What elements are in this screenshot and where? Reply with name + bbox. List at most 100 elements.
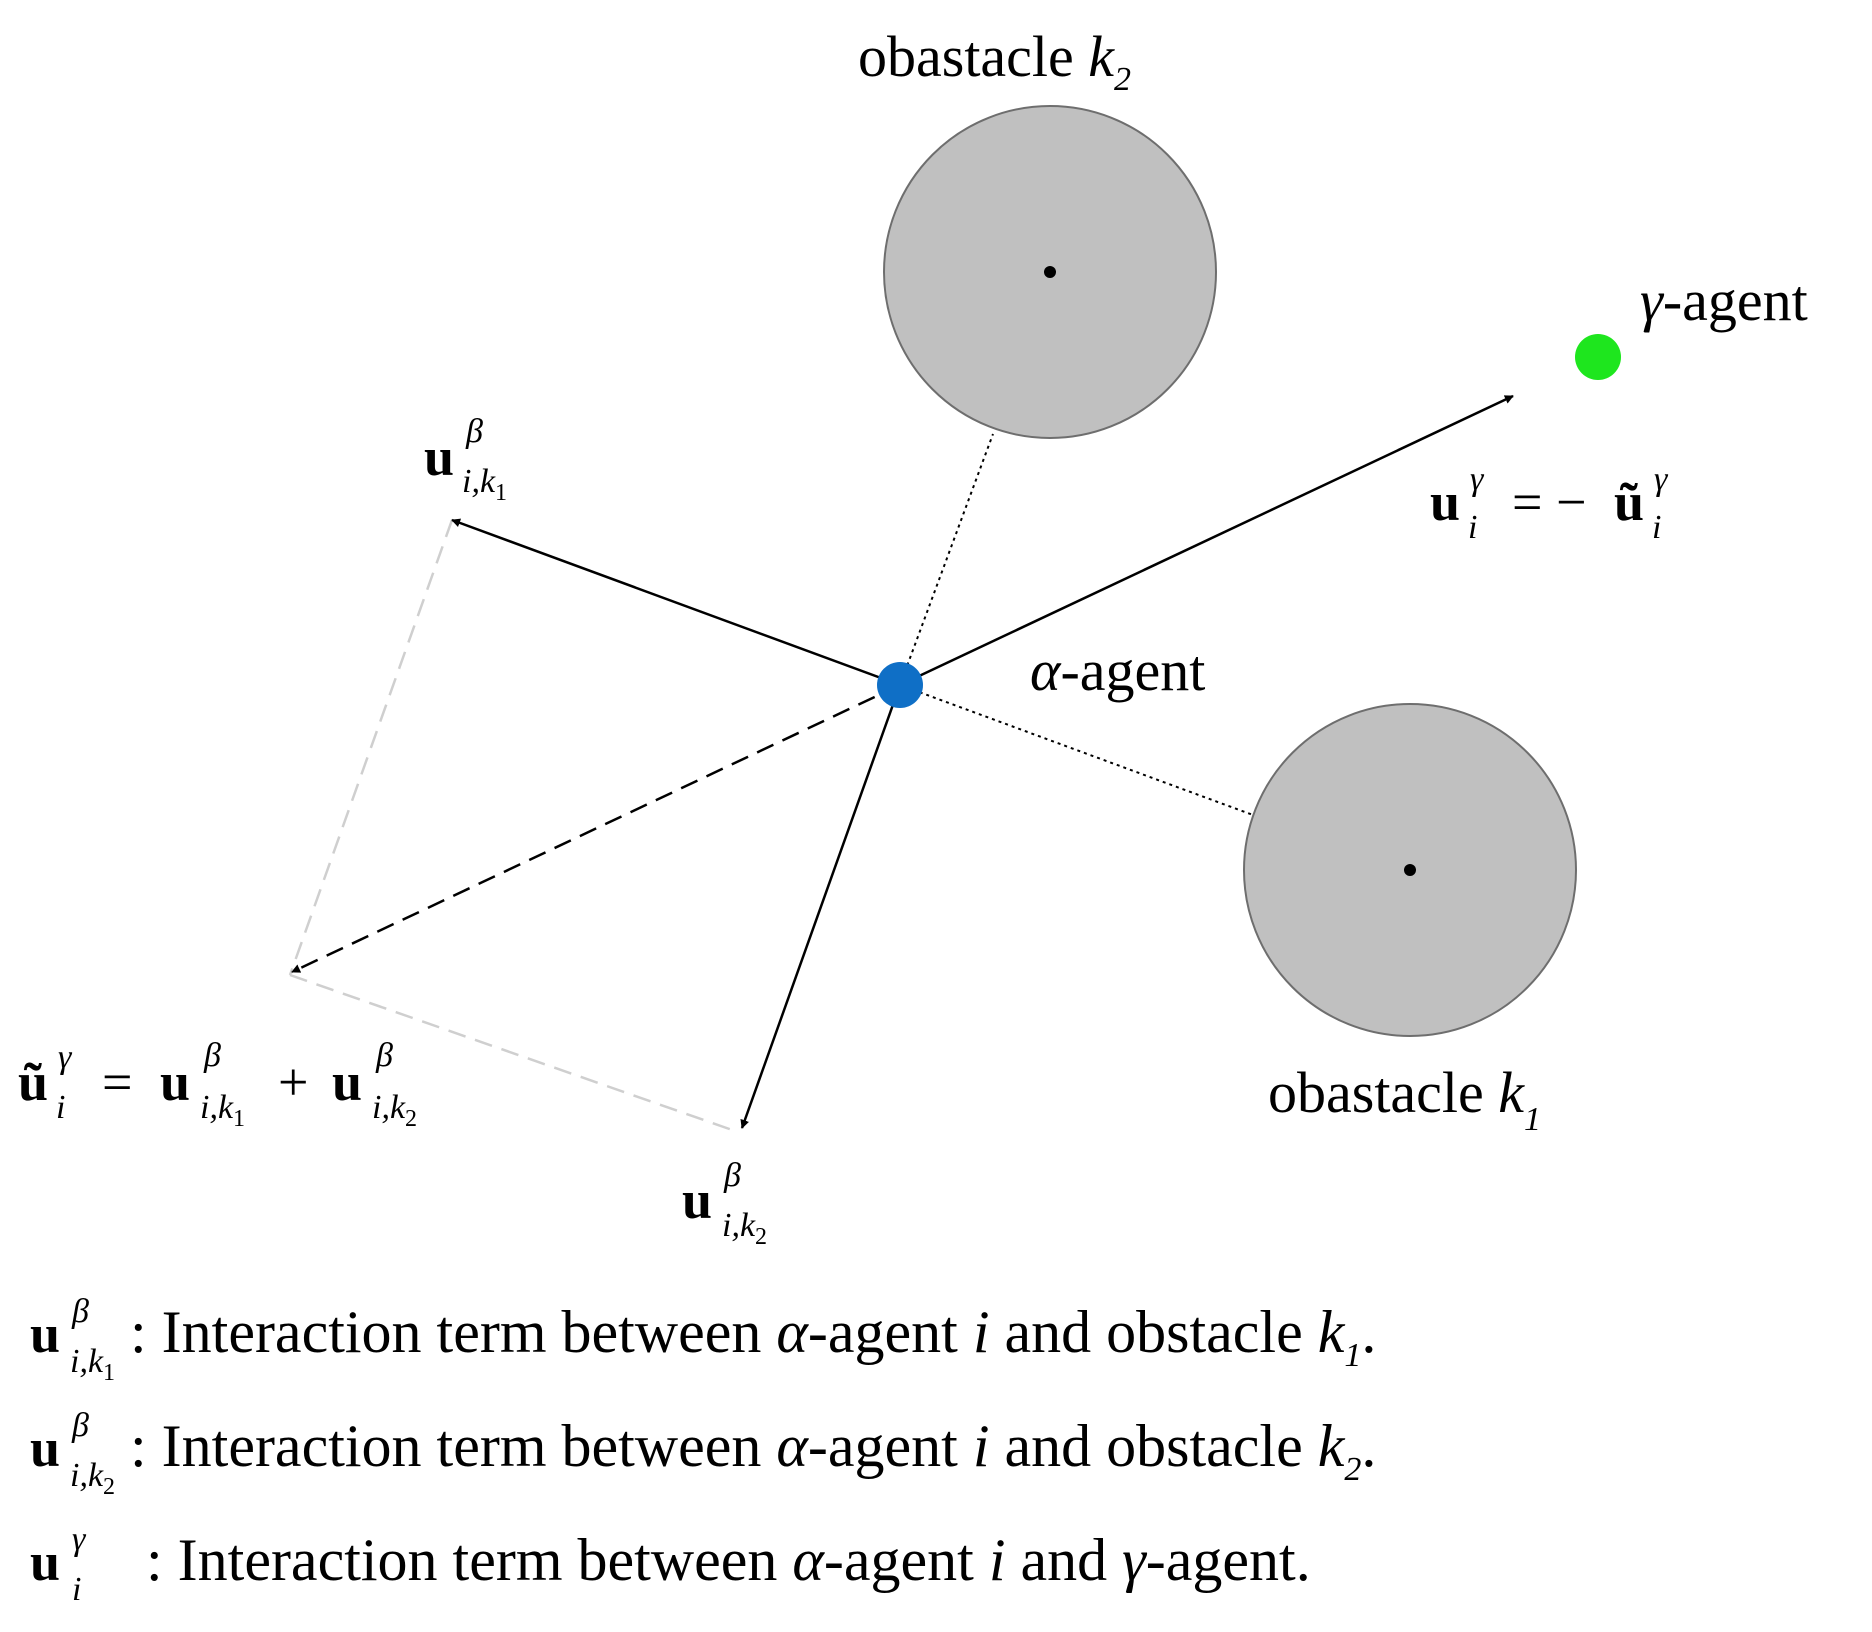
obstacle-k2-center-dot: [1044, 266, 1056, 278]
legend-1-lead: : Interaction term between: [130, 1299, 776, 1365]
alpha-symbol: α: [1030, 638, 1062, 703]
vector-u-beta-k2: [740, 684, 902, 1129]
legend-1-end: .: [1361, 1299, 1376, 1365]
legend-1-sub: i,k1: [70, 1343, 115, 1386]
legend-1-middle: -agent: [808, 1299, 973, 1365]
legend-1-tail: and obstacle: [989, 1299, 1317, 1365]
u-gamma-tilde-i: i: [1652, 509, 1661, 546]
legend-3-i: i: [72, 1571, 81, 1608]
legend-1-k-num: 1: [1344, 1337, 1361, 1374]
obstacle-k1-label: obastacle k1: [1268, 1060, 1541, 1138]
u-beta-k2-u: u: [682, 1170, 712, 1230]
u-tilde-term2-beta: β: [375, 1037, 393, 1074]
legend-2-lead: : Interaction term between: [130, 1413, 776, 1479]
obstacle-k1-center-dot: [1404, 864, 1416, 876]
u-tilde-term2-sub-i: i,: [372, 1089, 390, 1126]
legend-1-sub-num: 1: [103, 1360, 115, 1386]
u-gamma-i: i: [1468, 509, 1477, 546]
legend-3-gamma-symbol: γ: [1122, 1527, 1147, 1593]
gamma-agent-suffix: -agent: [1663, 268, 1808, 333]
legend-2-k-num: 2: [1344, 1451, 1361, 1488]
vector-u-beta-k1: [451, 518, 901, 687]
alpha-agent-label: α-agent: [1030, 638, 1205, 703]
distance-line-k1: [899, 684, 1254, 816]
legend-2-text: : Interaction term between α-agent i and…: [130, 1413, 1376, 1488]
u-beta-k1-sub-i: i,: [462, 463, 480, 500]
vector-u-tilde-gamma: [291, 683, 901, 974]
legend-3-end: -agent.: [1146, 1527, 1311, 1593]
u-beta-k2-beta: β: [723, 1157, 741, 1194]
legend-3-u: u: [30, 1532, 60, 1592]
u-beta-k1-sub-num: 1: [495, 480, 507, 506]
obstacle-k1-word: obastacle: [1268, 1060, 1484, 1125]
obstacle-k2: [883, 105, 1217, 439]
gamma-agent-dot: [1575, 334, 1621, 380]
vector-u-gamma: [899, 394, 1514, 687]
u-beta-k1-beta: β: [465, 413, 483, 450]
legend-2-sub-i: i,: [70, 1457, 88, 1494]
legend-2-tail: and obstacle: [989, 1413, 1317, 1479]
u-tilde-term1-sub-num: 1: [233, 1106, 245, 1132]
u-tilde-gamma: γ: [58, 1039, 73, 1076]
u-tilde-term1-beta: β: [203, 1037, 221, 1074]
legend-1-beta: β: [71, 1293, 89, 1330]
legend: u β i,k1 : Interaction term between α-ag…: [30, 1293, 1376, 1608]
legend-3-gamma: γ: [72, 1521, 87, 1558]
u-tilde-plus: +: [278, 1052, 308, 1112]
legend-1-alpha: α: [776, 1299, 809, 1365]
u-gamma-u: u: [1430, 472, 1460, 532]
obstacle-k2-k: k: [1088, 24, 1115, 89]
legend-3-middle: -agent: [824, 1527, 989, 1593]
u-beta-k1-sub-k: k: [480, 463, 496, 500]
alpha-agent-suffix: -agent: [1060, 638, 1205, 703]
obstacle-k1-k: k: [1498, 1060, 1525, 1125]
u-beta-k1-u: u: [424, 427, 454, 487]
u-tilde-equals: =: [102, 1052, 132, 1112]
u-tilde-term2-sub-k: k: [390, 1089, 406, 1126]
legend-2-sub-num: 2: [103, 1474, 115, 1500]
u-tilde-term2-u: u: [332, 1052, 362, 1112]
label-u-tilde-equation: ũ γ i = u β i,k1 + u β i,k2: [18, 1037, 417, 1132]
gamma-symbol: γ: [1640, 268, 1665, 333]
legend-1-sub-k: k: [88, 1343, 104, 1380]
legend-1-i: i: [973, 1299, 990, 1365]
distance-line-k2: [899, 433, 994, 686]
legend-2-k: k: [1318, 1413, 1346, 1479]
legend-2-i: i: [973, 1413, 990, 1479]
u-tilde-term2-sub: i,k2: [372, 1089, 417, 1132]
obstacle-k1: [1243, 703, 1577, 1037]
u-beta-k2-sub-k: k: [740, 1207, 756, 1244]
alpha-agent-dot: [877, 662, 923, 708]
u-tilde-term1-sub-k: k: [218, 1089, 234, 1126]
obstacle-k2-label: obastacle k2: [858, 24, 1131, 98]
construction-line-left: [288, 519, 454, 976]
u-tilde-term1-u: u: [160, 1052, 190, 1112]
u-gamma-tilde-gamma: γ: [1654, 461, 1669, 498]
label-u-beta-k2: u β i,k2: [682, 1157, 767, 1250]
gamma-agent-label: γ-agent: [1640, 268, 1808, 333]
legend-2-middle: -agent: [808, 1413, 973, 1479]
u-beta-k2-sub: i,k2: [722, 1207, 767, 1250]
legend-3-text: : Interaction term between α-agent i and…: [116, 1527, 1311, 1593]
legend-2-end: .: [1361, 1413, 1376, 1479]
legend-2-beta: β: [71, 1407, 89, 1444]
label-u-beta-k1: u β i,k1: [424, 413, 507, 506]
u-tilde-term1-sub: i,k1: [200, 1089, 245, 1132]
construction-line-bottom: [289, 973, 739, 1134]
legend-1-u: u: [30, 1304, 60, 1364]
legend-1-sub-i: i,: [70, 1343, 88, 1380]
legend-1-text: : Interaction term between α-agent i and…: [130, 1299, 1376, 1374]
legend-1-k: k: [1318, 1299, 1346, 1365]
legend-2-u: u: [30, 1418, 60, 1478]
u-tilde-i: i: [56, 1089, 65, 1126]
u-tilde-term1-sub-i: i,: [200, 1089, 218, 1126]
obstacle-k2-k-subscript: 2: [1114, 61, 1131, 98]
u-beta-k2-sub-num: 2: [755, 1224, 767, 1250]
legend-2-sub: i,k2: [70, 1457, 115, 1500]
label-u-gamma-equation: u γ i = − ũ γ i: [1430, 461, 1669, 546]
u-tilde-term2-sub-num: 2: [405, 1106, 417, 1132]
u-beta-k2-sub-i: i,: [722, 1207, 740, 1244]
legend-3-tail: and: [1005, 1527, 1122, 1593]
u-gamma-equals-minus: = −: [1512, 472, 1586, 532]
